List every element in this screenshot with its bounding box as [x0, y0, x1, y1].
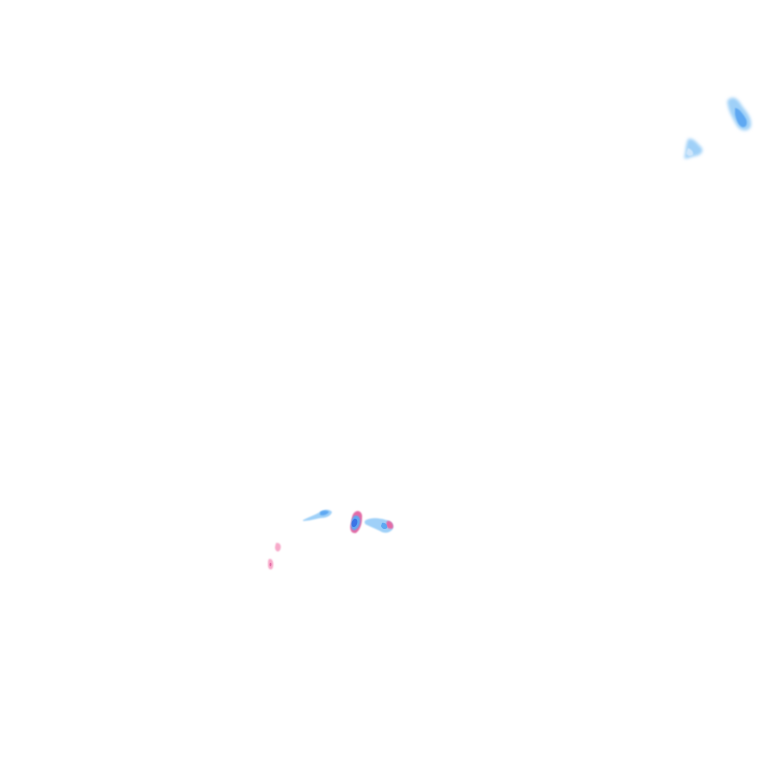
echo-south-east: [364, 518, 394, 533]
echo-south-mixed: [268, 542, 281, 570]
echo-south-core: [350, 510, 363, 534]
echo-northeast-large: [727, 97, 752, 131]
echo-northeast-small: [684, 138, 703, 159]
echo-south-streak: [303, 509, 332, 521]
